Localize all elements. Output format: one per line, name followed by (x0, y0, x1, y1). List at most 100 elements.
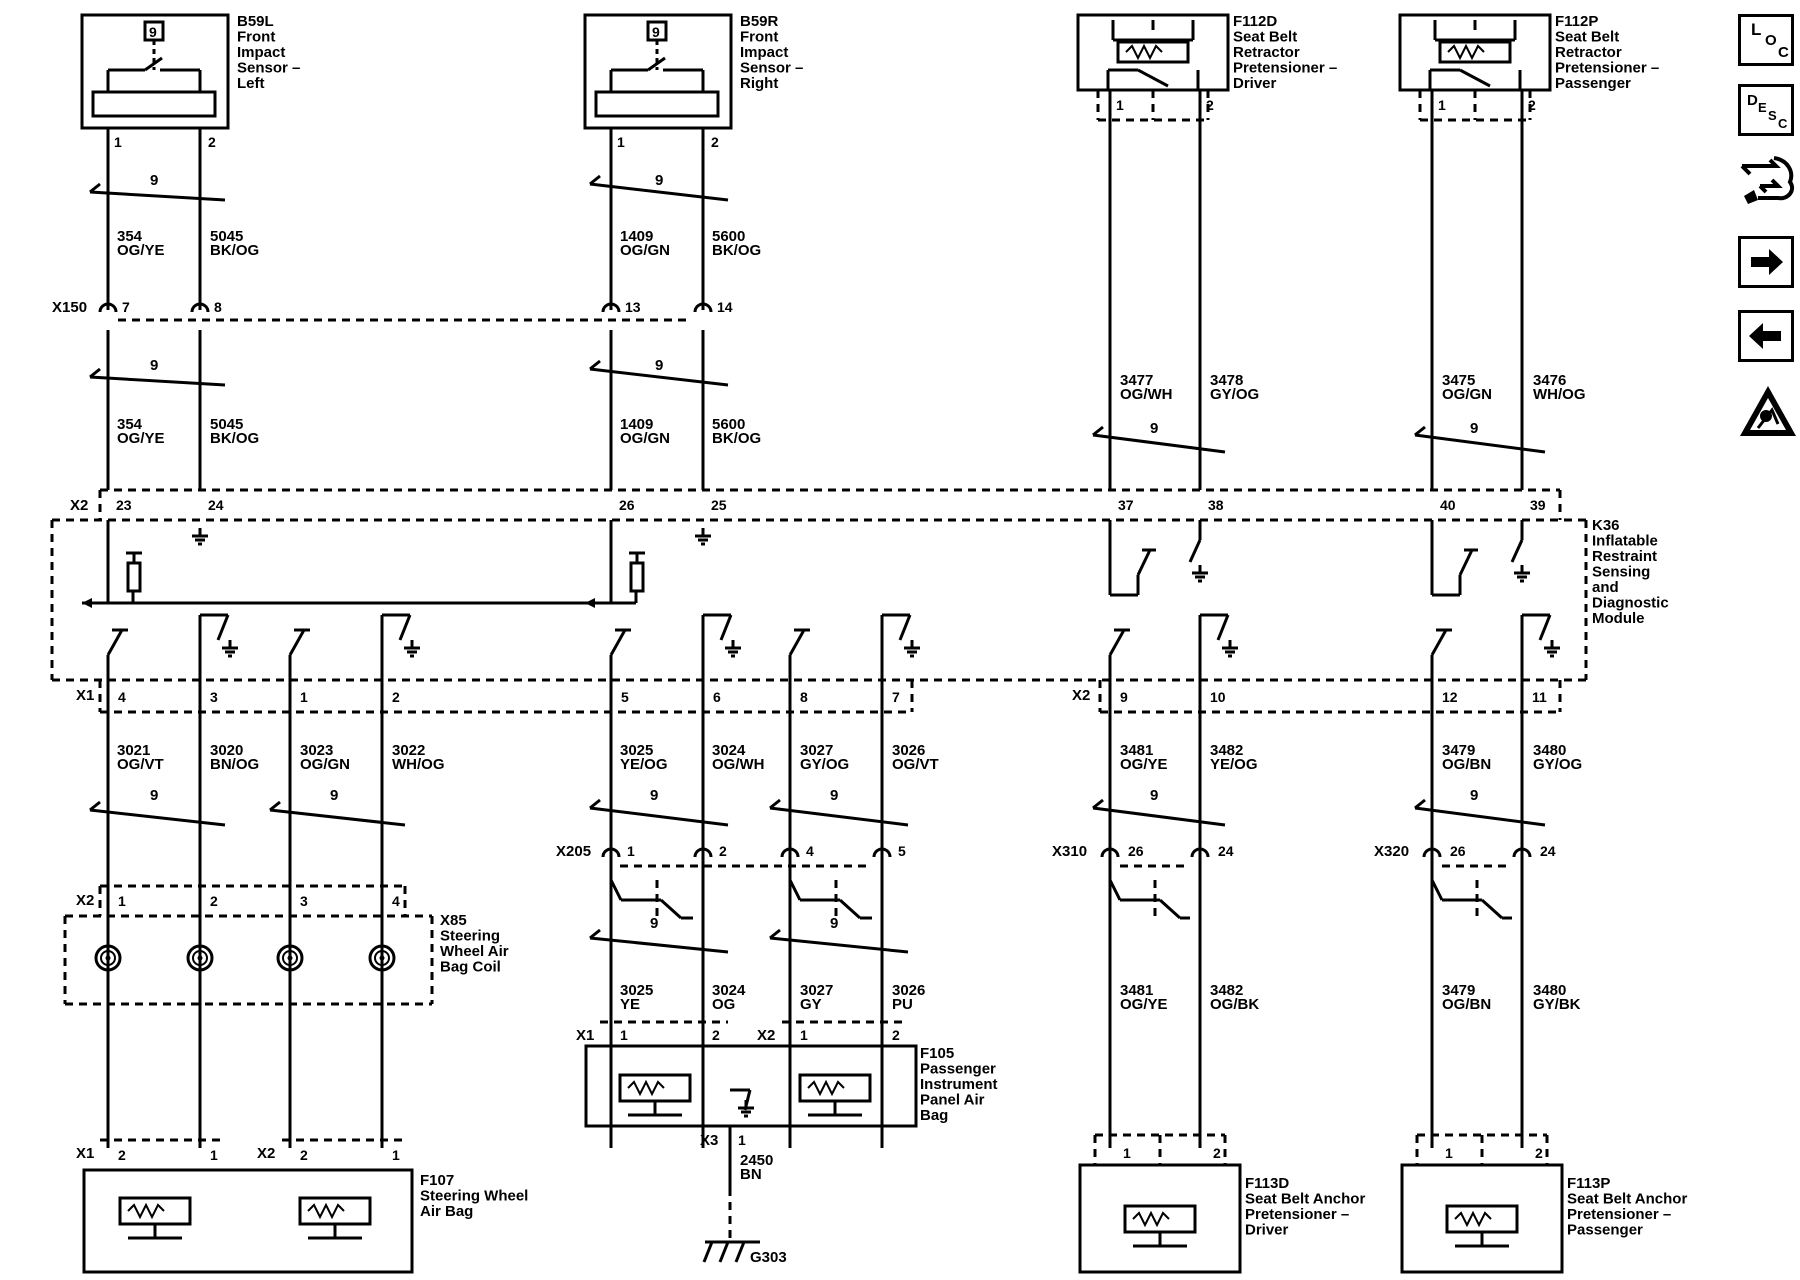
component-label: F107 (420, 1172, 454, 1189)
esd-warning-icon[interactable] (1738, 384, 1798, 444)
pin-number: 4 (118, 689, 126, 705)
loc-icon[interactable]: L O C (1738, 14, 1794, 66)
wire-circuit-number: 3026 (892, 742, 925, 759)
pin-number: 1 (300, 689, 308, 705)
wire-color: GY/OG (800, 756, 849, 773)
twisted-pair-marker: 9 (1414, 787, 1546, 827)
wire-circuit-number: 3025 (620, 982, 653, 999)
k36-retractor-driver (1430, 520, 1524, 597)
previous-page-icon[interactable] (1738, 310, 1794, 362)
component-label: K36 (1592, 517, 1620, 534)
twist-label: 9 (1150, 787, 1158, 804)
pin-number: 5 (621, 689, 629, 705)
squib-resistor (127, 1202, 165, 1220)
wire-circuit-number: 5600 (712, 416, 745, 433)
inline-connector-cup (780, 847, 800, 858)
pin-number: 2 (118, 1147, 126, 1163)
wire-segment (898, 614, 912, 641)
component-label: Retractor (1555, 44, 1622, 61)
wire-segment (1137, 68, 1169, 88)
resistor (629, 561, 645, 593)
twist-tick (769, 928, 781, 940)
connector-end-view-icon[interactable] (1738, 150, 1798, 210)
pin-number: 6 (713, 689, 721, 705)
connector-name: X1 (76, 687, 94, 704)
pin-number: 10 (1210, 689, 1226, 705)
twisted-pair-marker: 9 (769, 915, 909, 954)
wire-segment (1136, 549, 1152, 576)
wire-segment (106, 629, 124, 656)
component-label: and (1592, 579, 1619, 596)
component-label: Seat Belt Anchor (1245, 1191, 1365, 1208)
clockspring-coil (276, 944, 304, 972)
twist-line (89, 808, 226, 827)
wire-circuit-number: 3027 (800, 982, 833, 999)
component-label: Impact (740, 44, 788, 61)
inline-connector-cup (1190, 847, 1210, 858)
wire-color: OG/WH (1120, 386, 1173, 403)
twist-label: 9 (830, 915, 838, 932)
wire-segment (702, 1241, 714, 1263)
wire-circuit-number: 354 (117, 228, 143, 245)
pin-number: 8 (214, 299, 222, 315)
pin-number: 25 (711, 497, 727, 513)
desc-letter-d: D (1747, 92, 1758, 109)
twist-line (589, 182, 729, 202)
connector-name: X2 (70, 497, 88, 514)
twist-label: 9 (1150, 420, 1158, 437)
inline-connector-cup (693, 847, 713, 858)
ground-symbol (1222, 640, 1238, 658)
component-label: Seat Belt (1233, 29, 1297, 46)
wire-color: OG/BN (1442, 996, 1491, 1013)
wire-circuit-number: 3024 (712, 982, 746, 999)
inline-connector-cup (1422, 847, 1442, 858)
twisted-pair-marker: 9 (1092, 787, 1226, 827)
k36-deploy-loop (1108, 613, 1230, 712)
pin-number: 40 (1440, 497, 1456, 513)
wire-circuit-number: 3477 (1120, 372, 1153, 389)
next-page-icon[interactable] (1738, 236, 1794, 288)
component-label: Passenger (920, 1061, 996, 1078)
pin-number: 1 (392, 1147, 400, 1163)
wire-circuit-number: 3482 (1210, 742, 1243, 759)
twisted-pair-marker: 9 (1092, 420, 1226, 454)
twist-tick (589, 359, 601, 371)
wire-circuit-number: 3481 (1120, 982, 1153, 999)
squib-resistor (807, 1079, 845, 1097)
component-label: Sensing (1592, 564, 1650, 581)
twisted-pair-marker: 9 (89, 172, 226, 202)
twisted-pair-marker: 9 (769, 787, 909, 827)
ground-symbol (192, 528, 208, 546)
squib-resistor (1125, 43, 1163, 61)
twist-line (769, 806, 909, 827)
wire-color: OG/GN (300, 756, 350, 773)
ground-symbol (404, 640, 420, 658)
connector-name: X3 (700, 1132, 718, 1149)
component-label: Passenger (1555, 75, 1631, 92)
clockspring-coil (186, 944, 214, 972)
wire-color: OG/YE (1120, 996, 1168, 1013)
wire-circuit-number: 3023 (300, 742, 333, 759)
component-label: Panel Air (920, 1092, 985, 1109)
pin-number: 2 (712, 1027, 720, 1043)
component-label: Right (740, 75, 778, 92)
squib-body (1438, 40, 1512, 64)
pin-number: 8 (800, 689, 808, 705)
component-label: Inflatable (1592, 533, 1658, 550)
twist-tick (269, 800, 281, 812)
desc-icon[interactable]: D E S C (1738, 84, 1794, 136)
shorting-bar (1108, 879, 1190, 920)
ground-symbol (222, 640, 238, 658)
wire-circuit-number: 3027 (800, 742, 833, 759)
wire-segment (1188, 539, 1202, 563)
shorting-bar (788, 879, 872, 920)
component-label: Bag Coil (440, 959, 501, 976)
twist-tick (1414, 798, 1426, 810)
wire-segment (1158, 898, 1182, 920)
wire-circuit-number: 2450 (740, 1152, 773, 1169)
pin-number: 3 (210, 689, 218, 705)
wire-segment (718, 1241, 730, 1263)
wire-color: YE/OG (1210, 756, 1258, 773)
twist-tick (589, 174, 601, 186)
